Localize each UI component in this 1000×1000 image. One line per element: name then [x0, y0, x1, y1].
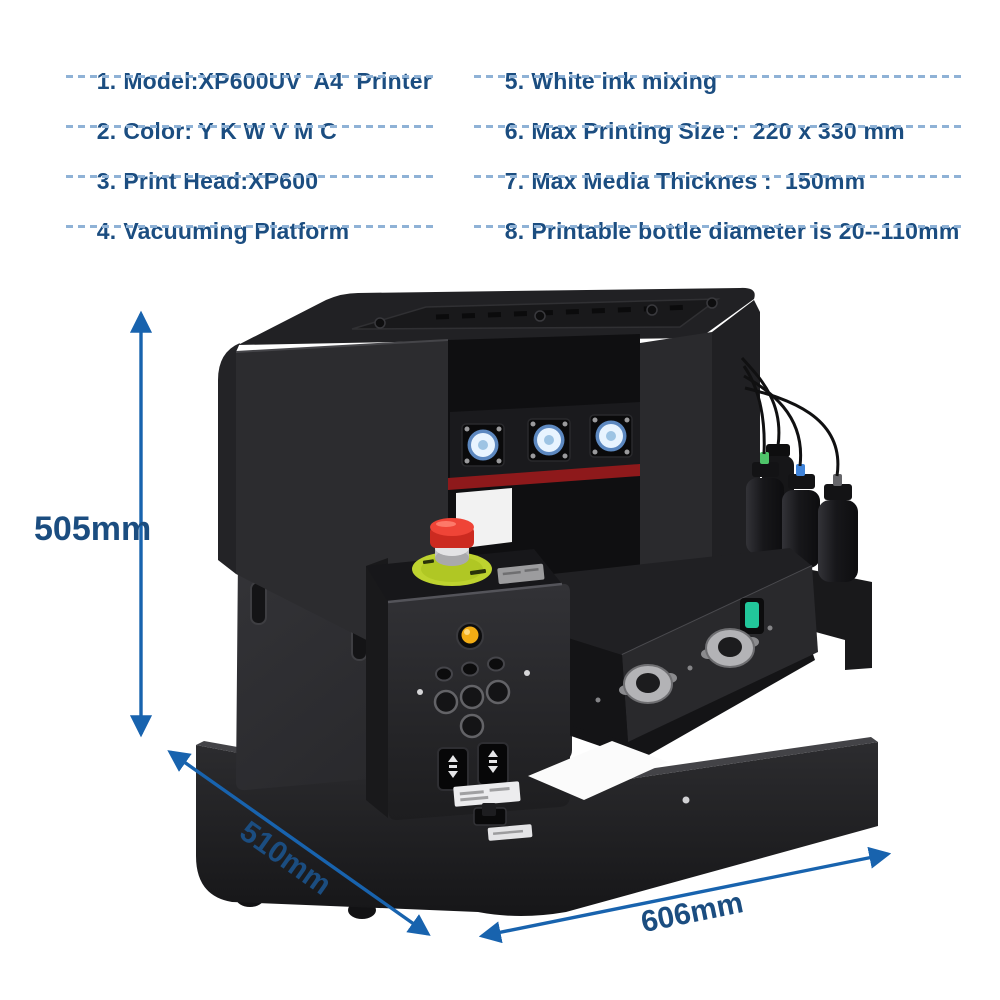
spec-item-media-thickness: 7.Max Media Thicknes : 150mm — [452, 142, 966, 194]
power-led — [456, 622, 484, 650]
spec-item-color: 2.Color: Y K W V M C — [44, 92, 436, 144]
emergency-stop-button — [412, 518, 492, 586]
door-handle — [250, 581, 267, 625]
base-power-switch — [473, 803, 533, 841]
tube-fitting-green — [760, 452, 769, 464]
rocker-switch — [477, 742, 509, 786]
spec-list: 1.Model:XP600UV A4 Printer 2.Color: Y K … — [44, 42, 966, 244]
tube-fitting — [833, 474, 842, 486]
spec-column-right: 5.White ink mixing 6.Max Printing Size :… — [452, 42, 966, 244]
spec-item-print-size: 6.Max Printing Size : 220 x 330 mm — [452, 92, 966, 144]
height-label: 505mm — [34, 510, 151, 548]
spec-item-bottle-diameter: 8.Printable bottle diameter is 20--110mm — [452, 192, 966, 244]
dashed-underline — [66, 175, 434, 178]
tube-fitting-blue — [796, 464, 805, 476]
spec-item-white-ink: 5.White ink mixing — [452, 42, 966, 94]
roller-clamp — [701, 628, 759, 668]
cooling-fan — [527, 418, 571, 462]
dashed-underline — [66, 225, 434, 228]
control-box — [366, 518, 570, 821]
info-label — [453, 781, 521, 807]
warning-label — [497, 563, 545, 585]
ink-tubes — [740, 356, 840, 477]
dashed-underline — [66, 125, 434, 128]
cooling-fan — [589, 414, 633, 458]
ink-bottles — [746, 444, 858, 582]
spec-column-left: 1.Model:XP600UV A4 Printer 2.Color: Y K … — [44, 42, 436, 244]
red-strip — [448, 464, 640, 490]
width-arrow — [478, 846, 892, 944]
roller-clamp — [619, 664, 677, 704]
printer-illustration — [196, 287, 878, 919]
dashed-underline — [474, 75, 964, 78]
dashed-underline — [474, 125, 964, 128]
rocker-switch — [437, 747, 469, 791]
teal-switch — [745, 602, 759, 628]
spec-item-platform: 4.Vacuuming Platform — [44, 192, 436, 244]
cooling-fan — [461, 423, 505, 467]
dashed-underline — [66, 75, 434, 78]
depth-arrow — [167, 750, 431, 936]
spec-item-printhead: 3.Print Head:XP600 — [44, 142, 436, 194]
control-buttons — [417, 656, 530, 739]
dashed-underline — [474, 175, 964, 178]
dashed-underline — [474, 225, 964, 228]
spec-item-model: 1.Model:XP600UV A4 Printer — [44, 42, 436, 94]
base-screw — [682, 796, 690, 804]
paper-sheet — [528, 741, 668, 800]
